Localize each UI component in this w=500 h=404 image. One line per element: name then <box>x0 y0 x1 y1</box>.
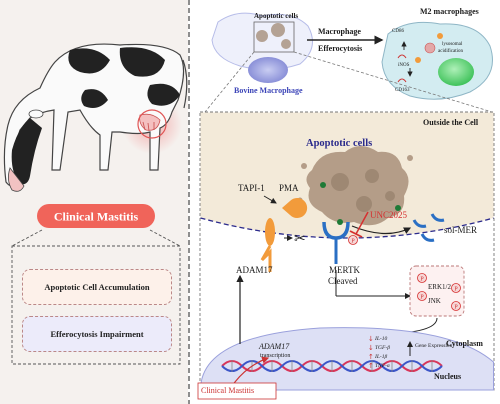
apoptotic-accumulation-box: Apoptotic Cell Accumulation <box>22 269 172 305</box>
tgfb-up-icon: ↓ <box>368 344 374 352</box>
arrow-label-2: Efferocytosis <box>318 44 363 53</box>
phospho-marker <box>451 301 461 311</box>
adam17-protein <box>260 218 275 272</box>
mastitis-label-box <box>197 382 277 400</box>
outcomes-box <box>11 245 181 365</box>
cytoplasm-label: Cytoplasm <box>446 339 483 348</box>
transcription-label: transcription <box>260 353 291 359</box>
ligand-dot <box>337 219 343 225</box>
mertk-label: MERTK <box>329 265 360 275</box>
unc2025-label: UNC2025 <box>370 210 408 220</box>
tnfa-label: TNF-α <box>375 363 390 369</box>
inos-label: iNOS <box>398 63 410 68</box>
cd163-label: CD163 <box>395 88 410 93</box>
nucleus-region <box>199 327 494 391</box>
phospho-p: P <box>420 295 424 301</box>
il10-label: IL-10 <box>375 336 388 342</box>
unc2025-inhibit-bar <box>349 230 363 238</box>
ligand-dot <box>395 205 401 211</box>
top-apoptotic-label: Apoptotic cells <box>254 12 299 20</box>
sol-mer-fragments <box>412 213 445 242</box>
nucleus-label: Nucleus <box>434 372 462 381</box>
cell-membrane <box>200 217 494 239</box>
macrophage-cell <box>211 12 313 83</box>
cow-illustration <box>3 43 188 192</box>
udder-highlight-circle <box>137 109 167 139</box>
phospho-p: P <box>351 239 355 245</box>
pedestal-left-line <box>11 229 43 247</box>
m2-macrophage-cell <box>381 21 493 100</box>
shed-arrow <box>351 225 412 235</box>
zoom-line-right <box>293 51 493 113</box>
bovine-macrophage-label: Bovine Macrophage <box>234 86 303 95</box>
cd86-label: CD86 <box>392 29 404 34</box>
tnfa-down-icon: ↑ <box>368 362 374 370</box>
adam17-label: ADAM17 <box>236 265 273 275</box>
il1b-down-icon: ↑ <box>368 353 374 361</box>
phospho-p: P <box>420 277 424 283</box>
efferocytosis-impairment-box: Efferocytosis Impairment <box>22 316 172 352</box>
cleaved-label: Cleaved <box>328 276 358 286</box>
pedestal-right-line <box>149 229 181 247</box>
jnk-label: JNK <box>428 297 441 305</box>
phospho-marker <box>417 273 427 283</box>
adam17-gene-label: ADAM17 <box>259 342 290 351</box>
mertk-receptor <box>322 221 350 264</box>
phospho-marker <box>348 235 358 245</box>
il10-up-icon: ↓ <box>368 335 374 343</box>
apoptotic-cell-blob <box>297 146 413 226</box>
phospho-p: P <box>454 287 458 293</box>
il1b-label: IL-1β <box>375 354 388 360</box>
phospho-marker <box>451 283 461 293</box>
phospho-p: P <box>454 305 458 311</box>
scissors-icon: ✂ <box>294 231 306 247</box>
ligand-dot <box>320 182 326 188</box>
bottom-mastitis-label: Clinical Mastitis <box>201 386 255 395</box>
pma-label: PMA <box>279 183 299 193</box>
dna-helix <box>221 360 443 372</box>
clinical-mastitis-badge <box>37 204 155 228</box>
m2-title: M2 macrophages <box>420 7 479 16</box>
tapi-arrow <box>263 195 277 204</box>
arrow-label-1: Macrophage <box>318 27 361 36</box>
badge-text: Clinical Mastitis <box>54 210 139 224</box>
sol-mer-label: sol-MER <box>444 225 478 235</box>
unc2025-inhibit-line <box>355 211 369 235</box>
tgfb-label: TGF-β <box>375 345 390 351</box>
zoom-line-left <box>204 51 255 113</box>
main-apoptotic-label: Apoptotic cells <box>306 138 373 149</box>
acidification-label: acidification <box>438 49 463 54</box>
outside-cell-label: Outside the Cell <box>423 118 479 127</box>
outcome-2-text: Efferocytosis Impairment <box>50 329 144 339</box>
lysosomal-label: lysosomal <box>442 42 463 47</box>
phospho-marker <box>417 291 427 301</box>
outcome-1-text: Apoptotic Cell Accumulation <box>44 282 150 292</box>
pma-pacman <box>282 198 308 218</box>
tapi-label: TAPI-1 <box>238 183 265 193</box>
gene-expression-label: Gene Expression <box>415 343 453 349</box>
erk-label: ERK1/2 <box>428 283 451 291</box>
